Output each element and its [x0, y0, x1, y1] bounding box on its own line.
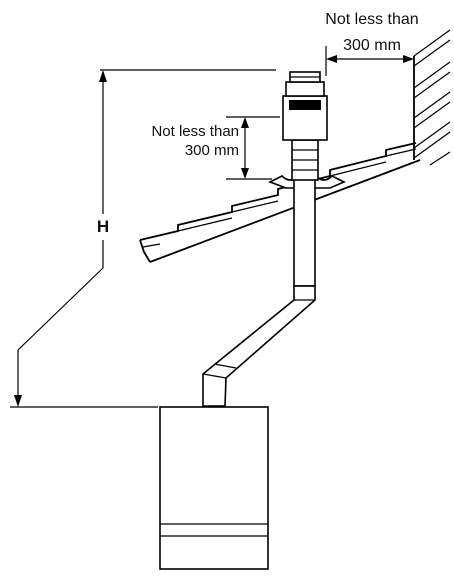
flue-pipe: [202, 175, 346, 407]
vertical-clearance-line1: Not less than: [151, 123, 239, 140]
dimension-h: H: [10, 69, 276, 408]
wall-clearance-line2: 300 mm: [343, 37, 401, 54]
roof: [139, 142, 421, 263]
flue-terminal: [282, 71, 328, 181]
wall-siding: [413, 29, 451, 166]
boiler: [159, 406, 269, 570]
height-label: H: [97, 217, 109, 236]
dimension-vertical-clearance: Not less than 300 mm: [151, 116, 280, 180]
dimension-wall-clearance: Not less than 300 mm: [325, 11, 419, 76]
wall-clearance-line1: Not less than: [325, 11, 418, 28]
vertical-clearance-line2: 300 mm: [185, 142, 239, 159]
